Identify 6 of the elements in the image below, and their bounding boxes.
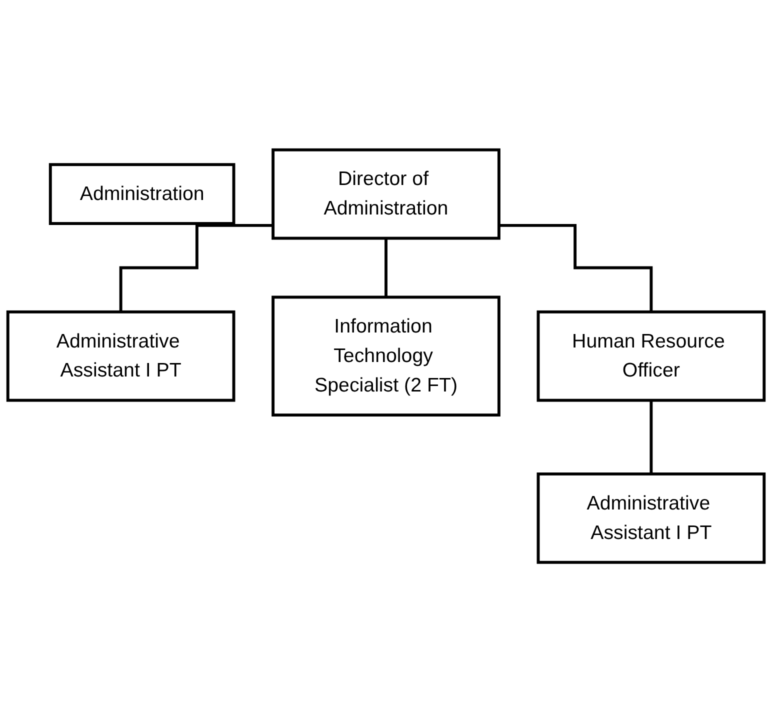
node-box: Administrative Assistant I PT bbox=[536, 472, 766, 564]
node-box: Administrative Assistant I PT bbox=[6, 310, 236, 402]
node-box: Director of Administration bbox=[272, 148, 500, 240]
node-box: Human Resource Officer bbox=[536, 310, 766, 402]
node-box: Administration bbox=[48, 163, 236, 225]
node-box: Information Technology Specialist (2 FT) bbox=[272, 296, 500, 416]
